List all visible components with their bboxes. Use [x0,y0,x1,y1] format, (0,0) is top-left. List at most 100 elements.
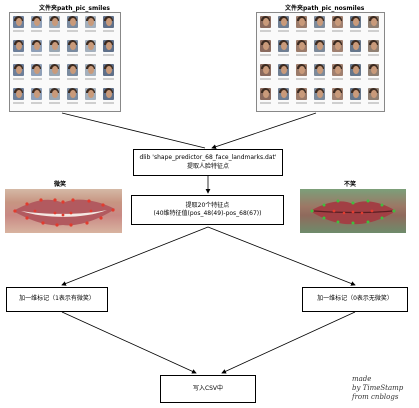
face-shape [51,42,58,50]
landmark-extract-box: 提取20个特征点 (40维特征值(pos_48(49)-pos_68(67)) [131,195,284,225]
dlib-box-line1: dlib 'shape_predictor_68_face_landmarks.… [139,154,277,162]
face-photo-thumbnail [332,64,343,76]
photo-caption [13,102,24,104]
photo-caption [13,78,24,80]
face-photo-thumbnail [85,16,96,28]
face-shape [316,90,323,98]
face-photo-thumbnail [67,16,78,28]
face-photo-thumbnail [103,40,114,52]
face-photo-thumbnail [49,88,60,100]
face-photo-thumbnail [103,16,114,28]
photo-caption [332,54,343,56]
face-shape [298,90,305,98]
face-shape [33,90,40,98]
face-shape [370,90,377,98]
face-photo-thumbnail [296,64,307,76]
face-shape [33,18,40,26]
face-shape [298,42,305,50]
face-shape [334,42,341,50]
photo-caption [314,78,325,80]
face-photo-thumbnail [13,64,24,76]
face-shape [370,42,377,50]
face-shape [352,42,359,50]
photo-caption [85,102,96,104]
photo-caption [368,54,379,56]
face-shape [33,66,40,74]
face-photo-thumbnail [278,40,289,52]
face-photo-thumbnail [332,88,343,100]
watermark-line2: by TimeStamp [352,384,404,393]
watermark-line1: made [352,375,372,383]
face-shape [280,18,287,26]
arrow-right-to-csv [221,311,356,374]
photo-caption [85,30,96,32]
watermark-line3: from cnblogs [352,393,399,402]
write-csv-text: 写入CSV中 [192,384,224,392]
photo-caption [260,78,271,80]
photo-caption [314,30,325,32]
photo-caption [368,30,379,32]
smiles-folder-label: 文件夹path_pic_smiles [39,5,110,12]
face-photo-thumbnail [85,64,96,76]
face-shape [262,18,269,26]
photo-caption [31,30,42,32]
face-photo-thumbnail [13,16,24,28]
nosmile-lips-image [300,189,406,233]
face-shape [87,18,94,26]
photo-caption [49,30,60,32]
face-shape [87,66,94,74]
photo-caption [260,102,271,104]
face-shape [87,90,94,98]
label-nosmile-text: 加一维标记（0表示无微笑） [317,295,393,303]
smile-lips-image [5,189,122,233]
face-photo-thumbnail [49,16,60,28]
nosmile-lips-drawing [310,199,396,225]
face-photo-thumbnail [314,16,325,28]
face-shape [15,66,22,74]
watermark: made by TimeStamp from cnblogs [352,375,403,402]
face-photo-thumbnail [13,40,24,52]
face-photo-thumbnail [332,40,343,52]
face-photo-thumbnail [278,64,289,76]
face-shape [51,66,58,74]
face-shape [105,66,112,74]
face-photo-thumbnail [31,16,42,28]
face-shape [69,90,76,98]
face-shape [280,90,287,98]
photo-caption [260,54,271,56]
face-shape [280,66,287,74]
face-photo-thumbnail [260,88,271,100]
photo-caption [278,30,289,32]
face-shape [69,18,76,26]
face-shape [370,66,377,74]
photo-caption [296,30,307,32]
photo-caption [296,78,307,80]
photo-caption [103,78,114,80]
face-photo-thumbnail [350,88,361,100]
face-shape [51,18,58,26]
face-shape [352,18,359,26]
dlib-extract-box: dlib 'shape_predictor_68_face_landmarks.… [133,149,283,176]
face-photo-thumbnail [368,88,379,100]
face-photo-thumbnail [85,88,96,100]
smile-lips-drawing [13,198,115,227]
nosmiles-photo-grid [256,12,385,112]
face-shape [262,90,269,98]
photo-caption [278,78,289,80]
face-photo-thumbnail [260,40,271,52]
photo-caption [368,102,379,104]
face-photo-thumbnail [332,16,343,28]
face-photo-thumbnail [296,88,307,100]
face-shape [334,66,341,74]
photo-caption [296,102,307,104]
face-photo-thumbnail [296,16,307,28]
face-photo-thumbnail [368,40,379,52]
face-shape [280,42,287,50]
face-photo-thumbnail [67,40,78,52]
face-photo-thumbnail [85,40,96,52]
photo-caption [314,102,325,104]
face-photo-thumbnail [103,88,114,100]
dlib-box-line2: 提取人脸特征点 [186,162,229,170]
arrow-nosmiles-to-dlib [211,112,317,149]
face-shape [33,42,40,50]
